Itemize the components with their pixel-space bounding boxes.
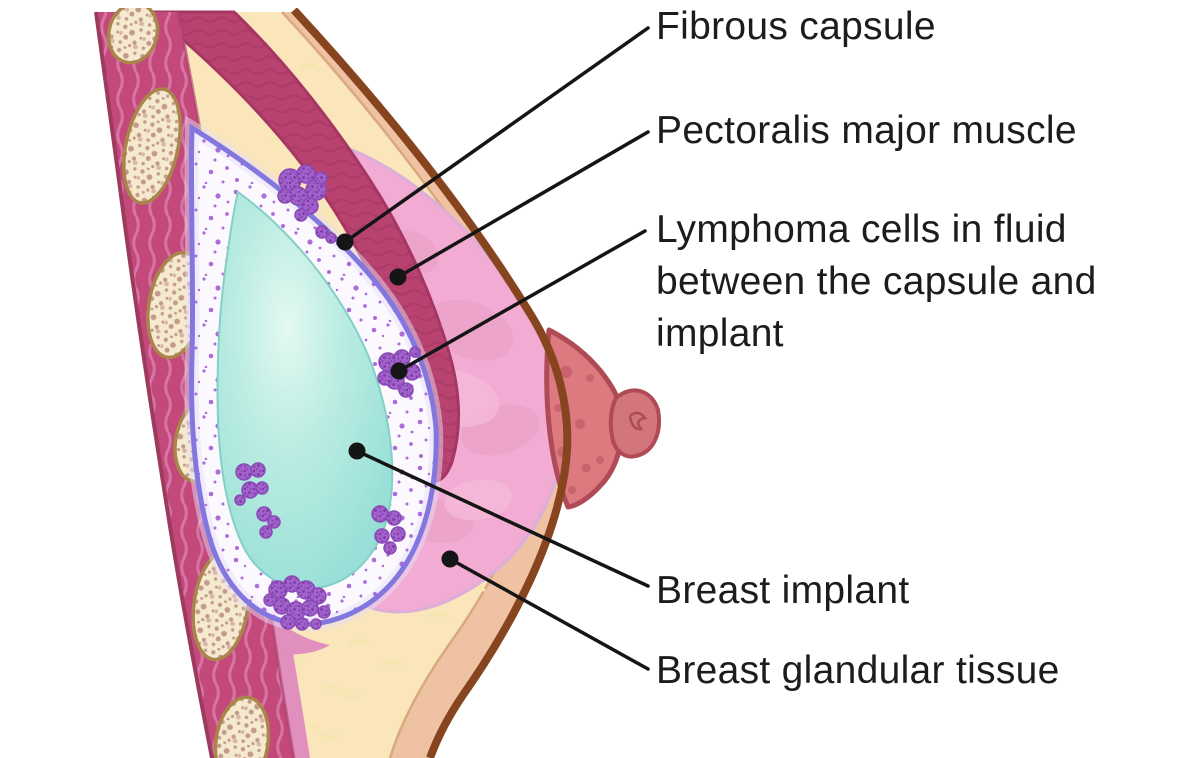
leader-dots [336, 233, 459, 568]
cluster-left [234, 462, 281, 539]
dot-breast-implant [348, 442, 366, 460]
leader-glandular [448, 557, 650, 671]
lymphoma-cell-clusters [234, 164, 421, 631]
nipple-detail [628, 411, 648, 431]
leader-lymphoma [397, 229, 647, 373]
leader-fibrous-capsule [343, 26, 650, 244]
areola-spots [554, 366, 604, 494]
dot-fibrous-capsule [336, 233, 354, 251]
cluster-bottom-right [371, 505, 406, 555]
leader-pectoralis [396, 130, 650, 279]
dot-glandular [441, 550, 459, 568]
label-lymphoma-cells: Lymphoma cells in fluid between the caps… [656, 208, 1097, 355]
dot-lymphoma [390, 362, 408, 380]
label-breast-implant: Breast implant [656, 569, 910, 612]
label-fibrous-capsule: Fibrous capsule [656, 5, 936, 48]
dot-pectoralis [389, 268, 407, 286]
leader-breast-implant [355, 449, 650, 588]
cluster-top [277, 164, 337, 244]
skin-outline [291, 8, 572, 758]
cluster-right [377, 346, 421, 398]
label-breast-glandular-tissue: Breast glandular tissue [656, 649, 1060, 692]
label-pectoralis-major-muscle: Pectoralis major muscle [656, 109, 1077, 152]
cluster-bottom [263, 575, 331, 631]
leader-lines [343, 26, 650, 671]
